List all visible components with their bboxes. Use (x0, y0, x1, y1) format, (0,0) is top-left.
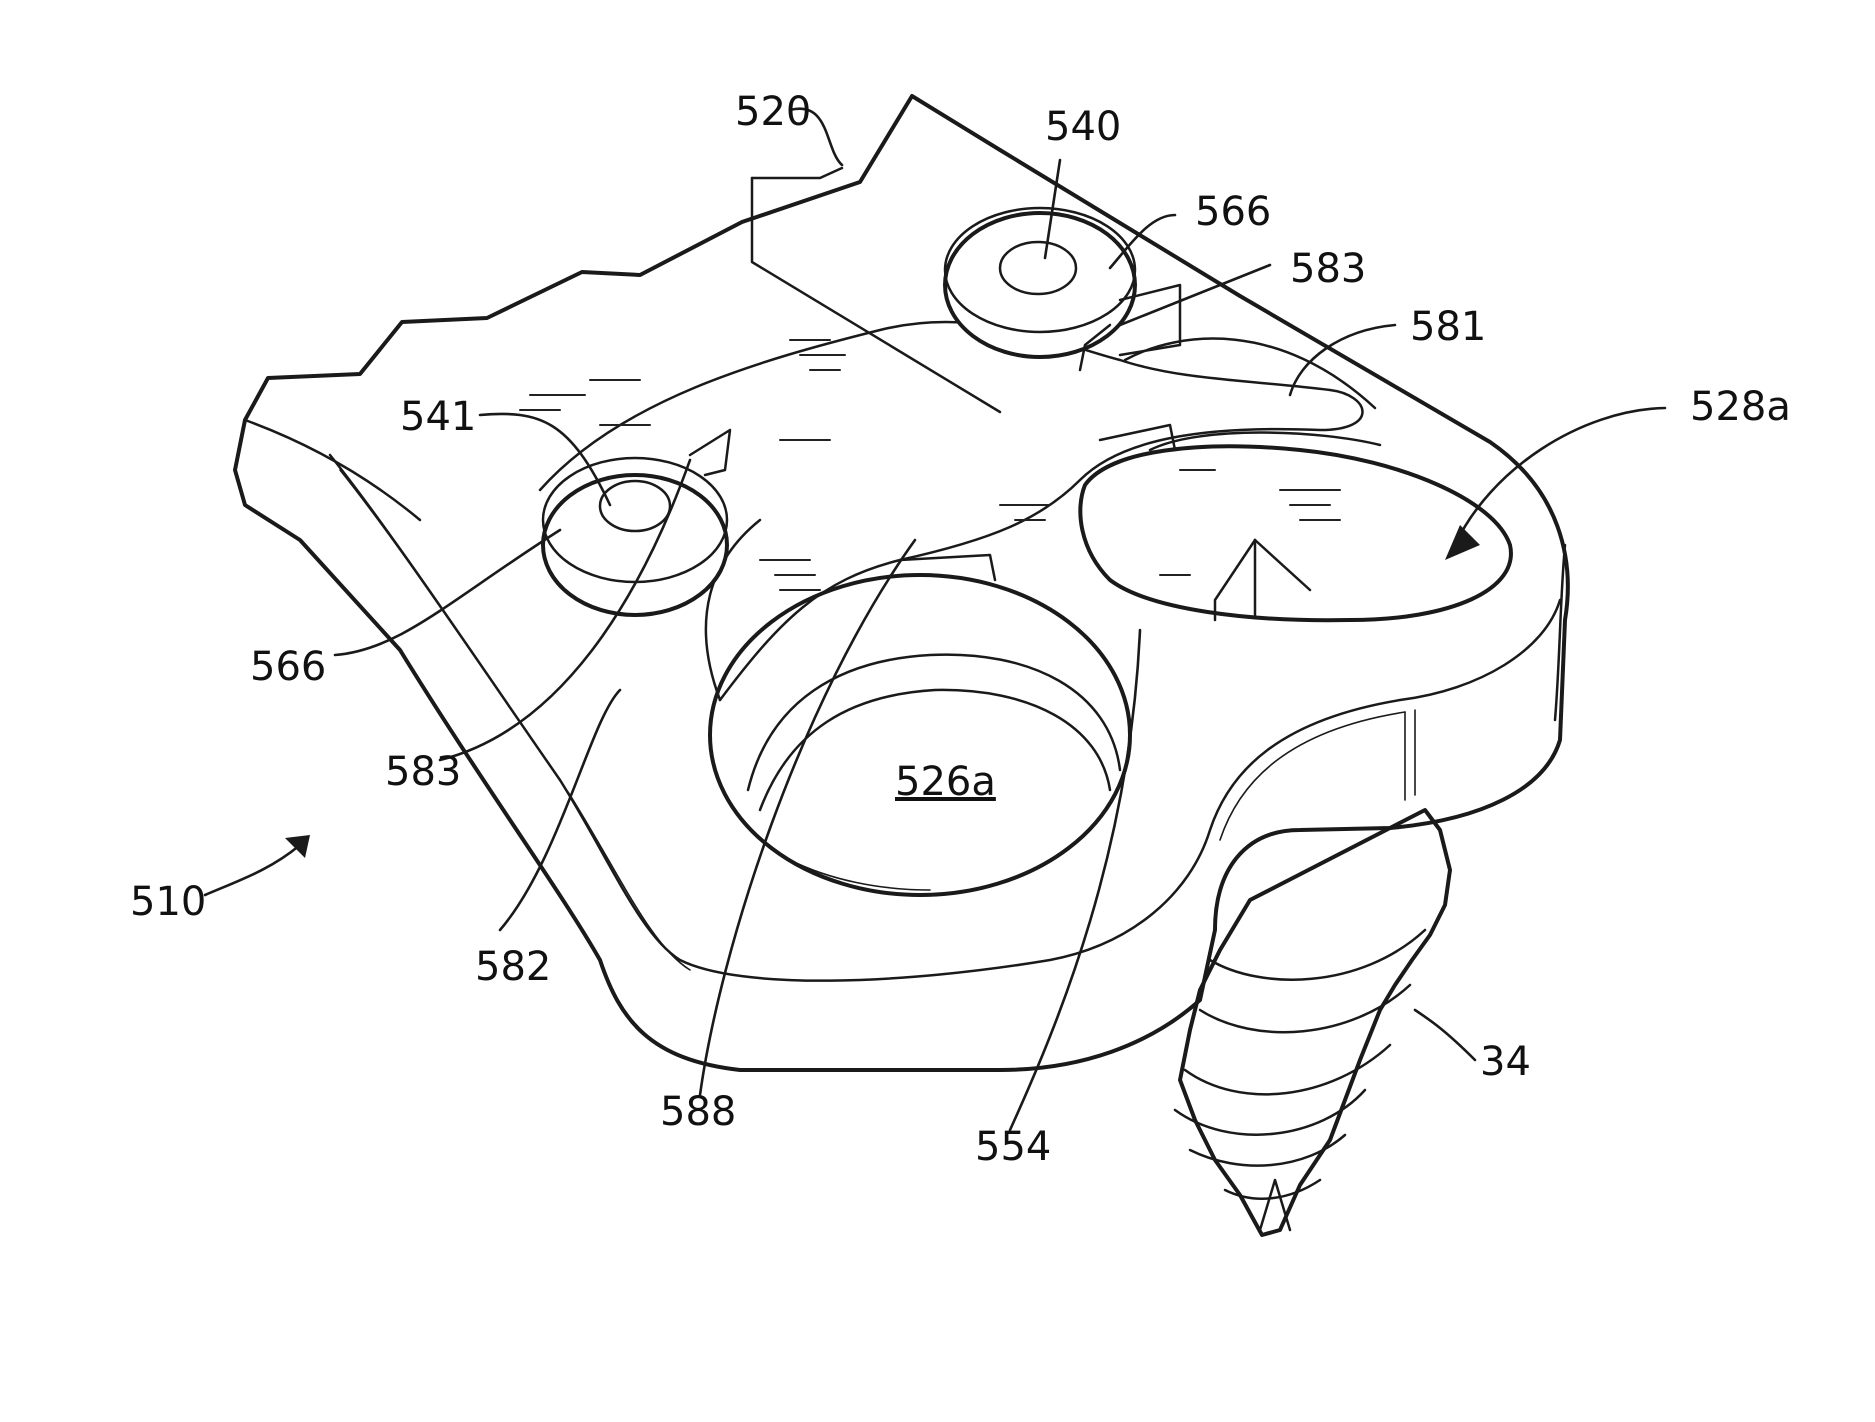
label-583-top: 583 (1290, 246, 1366, 292)
boss-541 (543, 430, 730, 615)
label-566-left: 566 (250, 644, 326, 690)
label-588: 588 (660, 1089, 736, 1135)
leader-lines (205, 109, 1665, 1130)
screw-34 (1175, 810, 1450, 1235)
label-581: 581 (1410, 304, 1486, 350)
hole-526a (710, 555, 1130, 895)
boss-540 (945, 208, 1180, 370)
label-528a: 528a (1690, 384, 1791, 430)
label-510: 510 (130, 879, 206, 925)
label-540: 540 (1045, 104, 1121, 150)
label-541: 541 (400, 394, 476, 440)
label-34: 34 (1480, 1039, 1531, 1085)
label-582: 582 (475, 944, 551, 990)
label-554: 554 (975, 1124, 1051, 1170)
label-520: 520 (735, 89, 811, 135)
hole-528a (1080, 433, 1511, 621)
label-566-top: 566 (1195, 189, 1271, 235)
label-583-left: 583 (385, 749, 461, 795)
label-526a: 526a (895, 759, 996, 805)
